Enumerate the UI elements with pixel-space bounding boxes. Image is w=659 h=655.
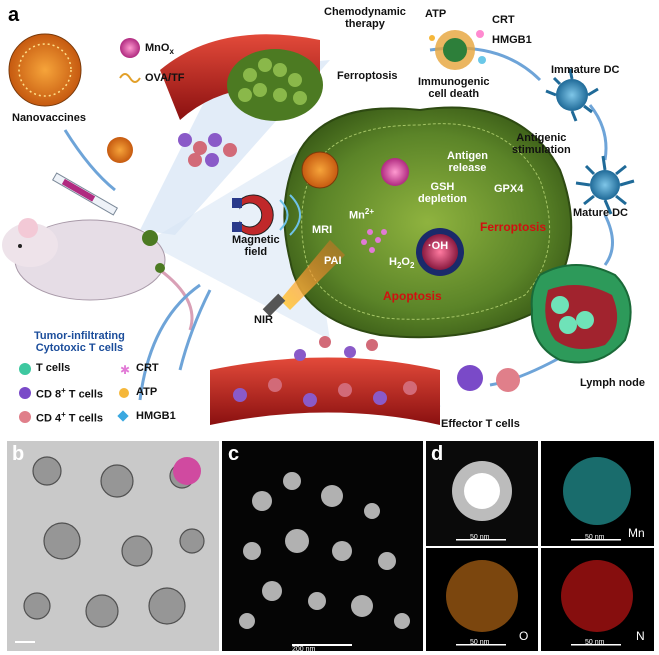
internalized-nanovaccine (301, 151, 339, 189)
panel-c-haadf-image (222, 441, 423, 651)
legend-cd8: CD 8+ T cells (36, 386, 104, 401)
tumor-mass (227, 49, 323, 121)
label-ferroptosis-top: Ferroptosis (337, 70, 398, 82)
label-crt-top: CRT (492, 14, 515, 26)
label-mnox: MnOx (145, 42, 174, 57)
label-lymph-node: Lymph node (580, 377, 645, 389)
panel-a-letter: a (8, 4, 20, 26)
legend-crt: CRT (136, 362, 159, 374)
label-o-map: O (519, 629, 529, 643)
legend-atp: ATP (136, 386, 158, 398)
scale-bar-c (292, 644, 352, 646)
label-ova-tf: OVA/TF (145, 72, 185, 84)
legend-crt-icon: ✱ (120, 363, 130, 377)
legend-atp-icon (119, 388, 129, 398)
nanovaccine (8, 33, 82, 107)
label-mature-dc: Mature DC (573, 207, 629, 219)
legend-hmgb1-icon (117, 410, 129, 422)
panel-a-illustration: ✱ (2, 30, 635, 425)
legend-cd4-icon (19, 411, 31, 423)
label-mn-map: Mn (628, 526, 645, 540)
mature-dc (575, 155, 635, 215)
label-oh-radical: ·OH (428, 240, 449, 252)
panel-c-letter: c (228, 443, 240, 465)
label-apoptosis: Apoptosis (383, 289, 442, 303)
tem-inset-nanovaccine (173, 457, 201, 485)
label-n-map: N (636, 629, 645, 643)
t-cell-cluster (178, 133, 237, 167)
panel-d-mn-map (541, 441, 654, 546)
effector-cd4 (496, 368, 520, 392)
nir-beam (280, 240, 345, 310)
scale-label-d2: 50 nm (585, 534, 605, 541)
scale-label-c: 200 nm (292, 646, 316, 653)
label-effector-t-cells: Effector T cells (441, 418, 520, 430)
legend-hmgb1: HMGB1 (136, 410, 176, 422)
blood-vessel-bottom (210, 357, 440, 425)
small-nanovaccine (107, 137, 133, 163)
legend-cd4: CD 4+ T cells (36, 410, 104, 425)
label-nir: NIR (254, 314, 273, 326)
legend-t-cell-icon (19, 363, 31, 375)
label-gpx4: GPX4 (494, 183, 524, 195)
label-ferroptosis-red: Ferroptosis (480, 220, 547, 234)
panel-d-o-map (426, 548, 538, 651)
scale-bar-b (15, 641, 35, 643)
label-immature-dc: Immature DC (551, 64, 620, 76)
panel-d-letter: d (431, 443, 444, 465)
tem-nanoparticles (15, 456, 205, 643)
label-pai: PAI (324, 255, 342, 267)
panel-d-n-map (541, 548, 654, 651)
mnox-particle (120, 38, 140, 58)
label-h2o2: H2O2 (389, 256, 415, 271)
panel-b-tem-image (7, 441, 219, 651)
panel-d-haadf (426, 441, 538, 546)
haadf-nanoparticles (239, 472, 410, 646)
scale-label-d1: 50 nm (470, 534, 490, 541)
legend-cd8-icon (19, 387, 31, 399)
legend-t-cells: T cells (36, 362, 71, 374)
label-nanovaccines: Nanovaccines (12, 112, 86, 124)
label-mri: MRI (312, 224, 333, 236)
label-hmgb1-top: HMGB1 (492, 34, 532, 46)
ova-tf-icon (119, 73, 141, 83)
scale-label-d4: 50 nm (585, 639, 605, 646)
immature-dc (545, 68, 599, 122)
panel-b-letter: b (12, 443, 25, 465)
laser-icon (262, 293, 286, 317)
mn-ions (361, 229, 387, 253)
label-atp-top: ATP (425, 8, 447, 20)
effector-cd8 (457, 365, 483, 391)
scale-label-d3: 50 nm (470, 639, 490, 646)
label-mn2: Mn2+ (349, 207, 375, 222)
